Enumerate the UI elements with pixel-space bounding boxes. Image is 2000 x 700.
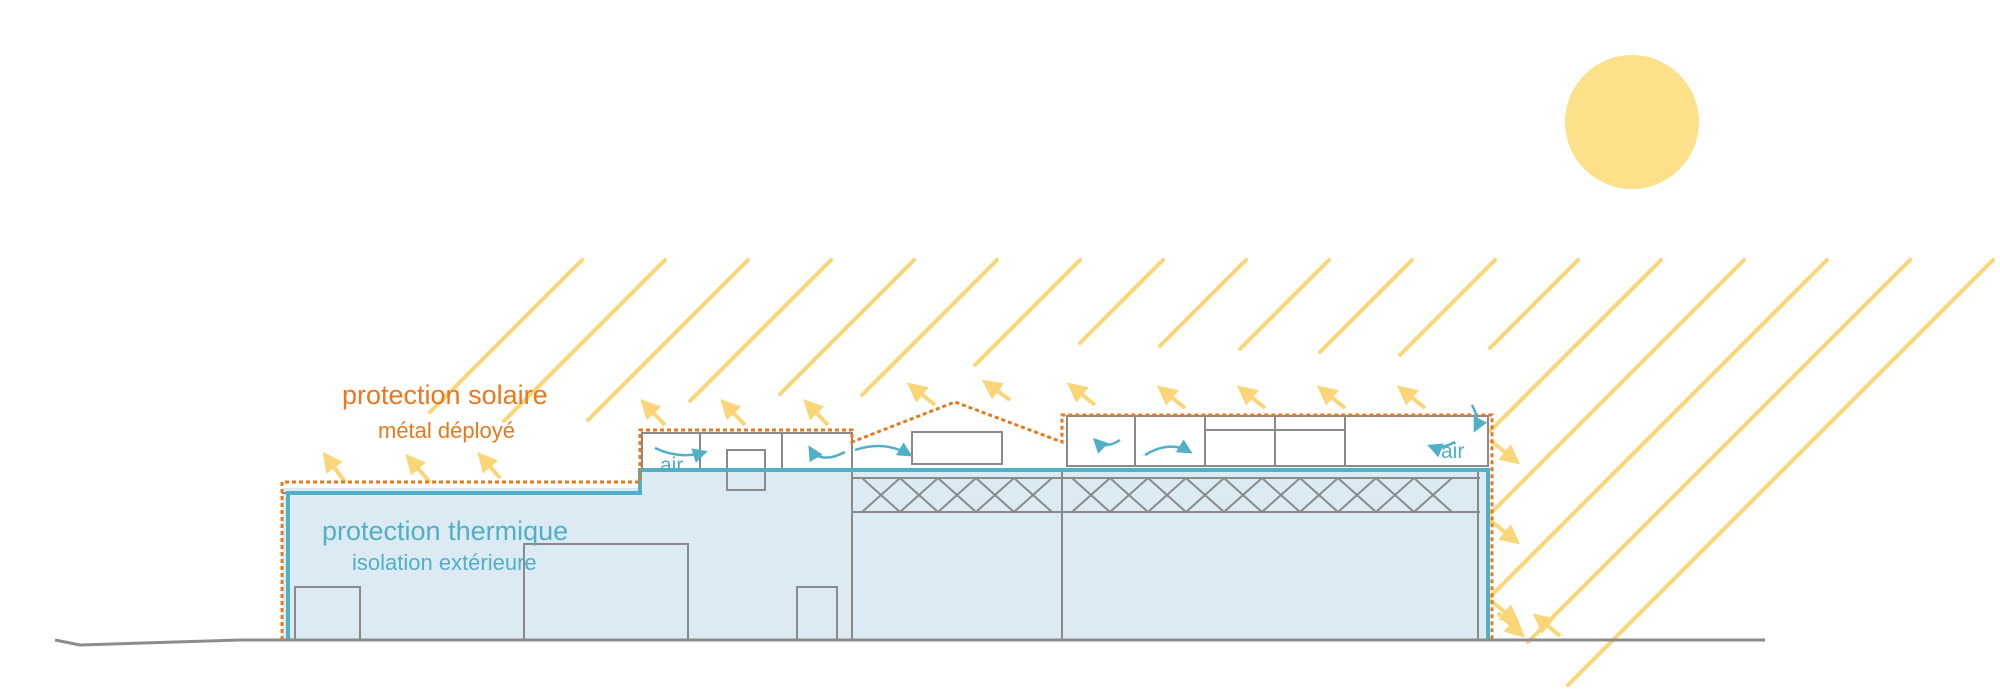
sun-rays [428, 258, 1995, 687]
truss [861, 477, 1453, 513]
airflow-arrow-icon [854, 442, 913, 457]
sun-ray [1488, 258, 1580, 350]
sun-ray [860, 258, 999, 397]
air-label-left: air [660, 454, 684, 477]
sun-ray [688, 258, 833, 403]
building [280, 400, 1494, 641]
airflow-arrow-icon [1144, 439, 1193, 457]
reflection-arrow-icon [1066, 382, 1097, 407]
reflection-arrow-icon [1316, 385, 1347, 410]
air-label-right: air [1441, 440, 1465, 463]
reflection-arrow-icon [1236, 385, 1267, 410]
reflection-arrow-icon [1156, 385, 1187, 410]
reflection-arrow-icon [477, 451, 502, 480]
airflow-arrow-icon [808, 445, 846, 463]
sun-icon [1565, 55, 1699, 189]
sun-ray [778, 258, 916, 396]
airflow-arrow-icon [654, 446, 708, 463]
reflection-arrow-icon [640, 399, 667, 427]
solar-protection-subtitle: métal déployé [378, 418, 515, 443]
reflection-arrow-icon [1532, 613, 1562, 638]
sun-ray [1566, 258, 1995, 687]
reflection-arrows [322, 379, 1562, 638]
reflection-arrow-icon [803, 399, 830, 427]
sun-ray [1488, 258, 1663, 433]
sun-ray [1158, 258, 1248, 348]
sun-ray [1526, 258, 1912, 644]
reflection-arrow-icon [1488, 438, 1521, 465]
sun-ray [1488, 258, 1746, 516]
sun-ray [1238, 258, 1331, 351]
solar-protection-mesh [280, 400, 1494, 640]
thermal-protection-subtitle: isolation extérieure [352, 550, 537, 575]
ground-line [54, 638, 1765, 647]
sun-ray [1488, 258, 1829, 599]
sun-ray [973, 258, 1082, 367]
sun-ray [428, 258, 584, 414]
reflection-arrow-icon [906, 382, 937, 407]
reflection-arrow-icon [1496, 611, 1525, 638]
airflow-arrow-icon [1470, 404, 1488, 433]
sun-ray [1078, 258, 1165, 345]
reflection-arrow-icon [1488, 518, 1521, 545]
reflection-arrow-icon [720, 399, 747, 427]
airflow-arrow-icon [1427, 440, 1456, 458]
sun-ray [586, 258, 750, 422]
solar-protection-title: protection solaire [342, 380, 548, 410]
thermal-protection-title: protection thermique [322, 516, 569, 546]
airflow-arrow-icon [1092, 437, 1121, 454]
reflection-arrow-icon [322, 451, 347, 484]
reflection-arrow-icon [1396, 385, 1427, 410]
upper-right-fill [1067, 416, 1488, 470]
sun-ray [1318, 258, 1414, 354]
sun-ray [1398, 258, 1497, 357]
reflection-arrow-icon [981, 379, 1012, 402]
building-fill [282, 433, 1488, 640]
gable-fill [854, 402, 1060, 470]
reflection-arrow-icon [405, 453, 432, 484]
airflow-arrows [654, 404, 1488, 463]
sun-ray [502, 258, 667, 423]
